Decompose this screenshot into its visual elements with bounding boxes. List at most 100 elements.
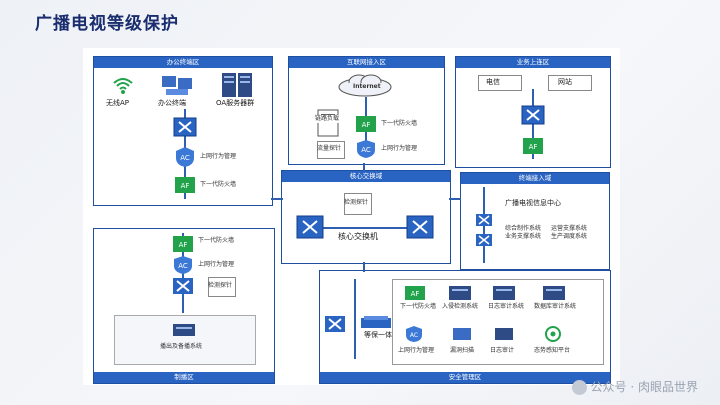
- zone-core-title: 核心交换域: [282, 171, 450, 182]
- svg-text:AF: AF: [529, 143, 538, 151]
- switch-icon: [324, 315, 346, 333]
- svg-text:AC: AC: [361, 146, 371, 154]
- prog-systems-1-label: 综合制作系统: [505, 225, 542, 232]
- vuln-scan-label: 漏洞扫描: [450, 347, 475, 354]
- dpi-box: [317, 141, 345, 159]
- log-audit-icon: [492, 285, 516, 301]
- zone-core: 核心交换域 检测探针 核心交换机: [281, 170, 451, 264]
- broadcast-center-label: 广播电视信息中心: [505, 199, 561, 207]
- switch-icon: [172, 277, 194, 295]
- log-analysis-icon: [494, 327, 514, 341]
- svg-text:AF: AF: [181, 182, 190, 190]
- zone-internet-title: 互联网接入区: [289, 57, 444, 68]
- prog-systems-2-label: 业务支撑系统: [505, 233, 542, 240]
- server-icon: [172, 323, 196, 337]
- office-terminal-label: 办公终端: [158, 99, 186, 107]
- next-gen-fw-label: 下一代防火墙: [400, 303, 437, 310]
- prog-systems-4-label: 生产调度系统: [551, 233, 588, 240]
- zone-security: 安全管理区 等保一体机 AF 下一代防火墙 入侵检测系统 日志审计系统: [319, 270, 611, 384]
- network-diagram: 办公终端区 无线AP 办公终端: [83, 48, 620, 385]
- zone-office: 办公终端区 无线AP 办公终端: [93, 56, 273, 206]
- svg-text:AC: AC: [178, 262, 188, 270]
- zone-terminal-title: 终端接入域: [461, 173, 609, 184]
- website-box: [548, 75, 592, 91]
- svg-text:AC: AC: [180, 154, 190, 162]
- link-balance-label: 链路负载: [315, 115, 340, 123]
- next-gen-fw-label: 下一代防火墙: [198, 237, 235, 244]
- behavior-mgmt-icon: AC: [404, 325, 424, 343]
- page-title: 广播电视等级保护: [35, 14, 179, 34]
- watermark-text: 公众号 · 肉眼品世界: [590, 380, 698, 394]
- firewall-icon: AF: [522, 137, 544, 155]
- behavior-mgmt-label: 上网行为管理: [200, 153, 237, 160]
- firewall-icon: AF: [172, 235, 194, 253]
- wifi-ap-label: 无线AP: [106, 99, 130, 107]
- zone-production-title: 制播区: [94, 372, 274, 383]
- core-link-line: [310, 227, 420, 229]
- behavior-mgmt-icon: AC: [355, 139, 377, 159]
- core-security-link: [363, 262, 365, 272]
- behavior-mgmt-label: 上网行为管理: [398, 347, 435, 354]
- intrusion-detect-label: 入侵检测系统: [442, 303, 479, 310]
- firewall-icon: AF: [404, 285, 426, 301]
- zone-production: 制播区 AF 下一代防火墙 AC 上网行为管理 检测探针 播出及备播系统: [93, 228, 275, 384]
- website-label: 网站: [558, 78, 572, 86]
- playout-label: 播出及备播系统: [160, 343, 203, 350]
- firewall-icon: AF: [174, 176, 196, 194]
- svg-text:AC: AC: [410, 332, 418, 339]
- office-computer-icon: [160, 74, 194, 98]
- next-gen-fw-label: 下一代防火墙: [200, 181, 237, 188]
- svg-text:AF: AF: [179, 241, 188, 249]
- detect-probe-box: [208, 277, 236, 297]
- office-core-link: [271, 198, 283, 200]
- vuln-scan-icon: [452, 327, 472, 341]
- behavior-mgmt-icon: AC: [174, 146, 196, 168]
- internet-cloud-icon: [337, 73, 393, 97]
- situation-icon: [542, 325, 564, 343]
- switch-icon: [521, 105, 545, 125]
- internet-label: Internet: [353, 83, 381, 90]
- zone-terminal: 终端接入域 广播电视信息中心 综合制作系统 业务支撑系统 运营支撑系统 生产调度…: [460, 172, 610, 270]
- zone-business: 业务上连区 电信 网站 AF: [455, 56, 611, 168]
- telecom-label: 电信: [486, 78, 500, 86]
- next-gen-fw-label: 下一代防火墙: [381, 120, 418, 127]
- zone-office-title: 办公终端区: [94, 57, 272, 68]
- playout-box: [114, 315, 256, 365]
- core-switch-label: 核心交换机: [338, 232, 378, 241]
- switch-icon: [475, 213, 493, 227]
- detect-probe-box: [344, 193, 372, 215]
- db-audit-icon: [542, 285, 566, 301]
- db-audit-label: 数据库审计系统: [534, 303, 577, 310]
- behavior-mgmt-icon: AC: [172, 255, 194, 275]
- situation-label: 态势感知平台: [534, 347, 571, 354]
- server-rack-icon: [220, 71, 254, 99]
- log-analysis-label: 日志审计: [490, 347, 515, 354]
- all-in-one-label: 等保一体机: [364, 331, 399, 339]
- svg-text:AF: AF: [411, 290, 420, 298]
- firewall-icon: AF: [355, 115, 377, 133]
- log-audit-label: 日志审计系统: [488, 303, 525, 310]
- zone-internet: 互联网接入区 Internet 链路负载 AF 下一代防火墙 流量探针 AC: [288, 56, 445, 165]
- intrusion-detect-icon: [448, 285, 472, 301]
- wifi-icon: [112, 75, 134, 95]
- link-balance-icon: [317, 109, 339, 137]
- zone-business-title: 业务上连区: [456, 57, 610, 68]
- all-in-one-icon: [360, 315, 392, 329]
- detect-probe-label: 检测探针: [208, 282, 233, 289]
- prog-systems-3-label: 运营支撑系统: [551, 225, 588, 232]
- behavior-mgmt-label: 上网行为管理: [198, 261, 235, 268]
- business-core-link: [449, 198, 461, 200]
- switch-icon: [173, 117, 197, 137]
- telecom-box: [478, 75, 522, 91]
- internet-core-link: [363, 163, 365, 171]
- svg-text:AF: AF: [362, 121, 371, 129]
- oa-server-label: OA服务器群: [216, 99, 255, 107]
- wechat-logo-icon: [571, 380, 587, 395]
- switch-icon: [406, 215, 434, 239]
- zone-security-title: 安全管理区: [320, 372, 610, 383]
- detect-probe-label: 检测探针: [344, 199, 369, 206]
- behavior-mgmt-label: 上网行为管理: [381, 145, 418, 152]
- switch-icon: [475, 233, 493, 247]
- watermark: 公众号 · 肉眼品世界: [571, 378, 698, 395]
- dpi-label: 流量探针: [317, 145, 342, 152]
